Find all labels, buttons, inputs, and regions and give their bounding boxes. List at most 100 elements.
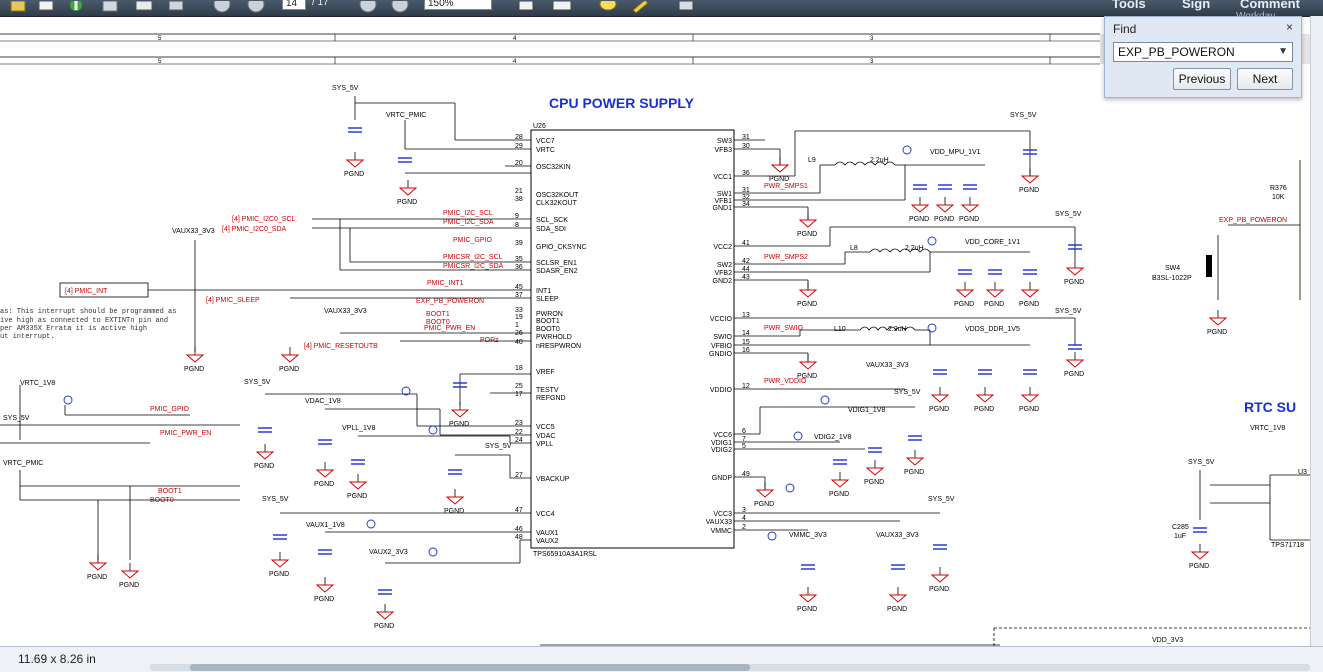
zoom-in-icon[interactable] — [390, 0, 410, 13]
next-page-icon[interactable] — [246, 0, 266, 13]
part-label: B3SL-1022P — [1152, 275, 1192, 282]
pin-number: 43 — [742, 274, 750, 281]
pin-name: SW2 — [717, 262, 732, 269]
rail-label: SYS_5V — [485, 443, 512, 450]
vertical-scrollbar[interactable] — [1310, 16, 1323, 646]
capacitor — [1023, 149, 1037, 155]
pgnd-symbol: PGND — [1064, 352, 1085, 378]
comment-tab[interactable]: Comment — [1240, 0, 1300, 11]
pgnd-symbol: PGND — [934, 197, 955, 223]
pin-number: 21 — [515, 188, 523, 195]
net-label: PMIC_I2C_SDA — [443, 219, 494, 226]
pin-number: 26 — [515, 330, 523, 337]
capacitor — [1193, 527, 1207, 533]
pin-number: 35 — [515, 256, 523, 263]
pin-number: 48 — [515, 534, 523, 541]
capacitor — [801, 564, 815, 570]
share-icon[interactable] — [166, 0, 186, 12]
print-icon[interactable] — [134, 0, 154, 12]
capacitor — [453, 382, 467, 388]
pin-name: BOOT1 — [536, 318, 560, 325]
rail-label: VDIG1_1V8 — [848, 407, 885, 414]
rail-label: VRTC_1V8 — [1250, 425, 1285, 432]
pin-number: 3 — [742, 507, 746, 514]
pin-name: VCC6 — [713, 432, 732, 439]
rail-label: VDDS_DDR_1V5 — [965, 326, 1020, 333]
pin-number: 31 — [742, 134, 750, 141]
net-label: EXP_PB_POWERON — [416, 298, 484, 305]
net-label: PMICSR_I2C_SDA — [443, 263, 504, 270]
pin-name: VCC2 — [713, 244, 732, 251]
highlight-icon[interactable] — [630, 0, 650, 14]
pin-number: 12 — [742, 383, 750, 390]
capacitor — [938, 184, 952, 190]
pin-number: 39 — [515, 240, 523, 247]
pgnd-label: PGND — [444, 508, 464, 515]
zoom-input[interactable]: 150% — [424, 0, 492, 10]
pmic-ic — [530, 129, 735, 549]
pin-number: 19 — [515, 314, 523, 321]
next-button[interactable]: Next — [1237, 68, 1293, 90]
pin-name: SDASR_EN2 — [536, 268, 578, 275]
fit-page-icon[interactable] — [516, 0, 536, 12]
sign-tool-icon[interactable] — [676, 0, 696, 12]
ruler-label: 3 — [870, 59, 874, 65]
sign-tab[interactable]: Sign — [1182, 0, 1211, 11]
pin-number: 24 — [515, 437, 523, 444]
ruler-label: 4 — [513, 36, 517, 42]
close-icon[interactable]: × — [1285, 20, 1293, 34]
ruler-label: 4 — [513, 59, 517, 65]
previous-button[interactable]: Previous — [1173, 68, 1231, 90]
find-query-value: EXP_PB_POWERON — [1118, 45, 1235, 59]
tools-tab[interactable]: Tools — [1112, 0, 1146, 11]
pin-number: 42 — [742, 258, 750, 265]
pgnd-symbol: PGND — [797, 587, 818, 613]
pgnd-label: PGND — [87, 574, 107, 581]
pgnd-symbol: PGND — [397, 180, 418, 206]
pgnd-symbol: PGND — [314, 462, 335, 488]
part-label: L8 — [850, 245, 858, 252]
save-icon[interactable] — [100, 0, 120, 12]
fit-width-icon[interactable] — [552, 0, 572, 12]
find-query-dropdown[interactable]: EXP_PB_POWERON ▼ — [1113, 42, 1293, 62]
chevron-down-icon[interactable]: ▼ — [1278, 46, 1288, 57]
scrollbar-thumb[interactable] — [190, 664, 750, 671]
pgnd-symbol: PGND — [797, 212, 818, 238]
pin-name: VCC4 — [536, 511, 555, 518]
pin-name: VDIG1 — [711, 440, 732, 447]
net-label: BOOT0 — [426, 319, 450, 326]
pin-number: 9 — [515, 213, 519, 220]
pin-name: CLK32KOUT — [536, 200, 578, 207]
pin-name: GND2 — [713, 278, 733, 285]
create-icon[interactable] — [66, 0, 86, 12]
pgnd-label: PGND — [347, 493, 367, 500]
net-label: PWR_SMPS1 — [764, 183, 808, 190]
pin-name: VCC1 — [713, 174, 732, 181]
comment-icon[interactable] — [598, 0, 618, 12]
part-label: 2.2uH — [888, 326, 907, 333]
page-number-input[interactable]: 14 — [282, 0, 306, 10]
open-icon[interactable] — [8, 0, 28, 12]
net-label: PWR_SMPS2 — [764, 254, 808, 261]
previous-page-icon[interactable] — [212, 0, 232, 13]
pin-name: VMMC — [711, 528, 732, 535]
pgnd-label: PGND — [279, 366, 299, 373]
net-label: [4] PMIC_I2C0_SDA — [222, 226, 287, 233]
pgnd-symbol: PGND — [864, 460, 885, 486]
pgnd-symbol: PGND — [1019, 282, 1040, 308]
net-label: PMIC_PWR_EN — [160, 430, 211, 437]
capacitor — [988, 269, 1002, 275]
schematic-title: CPU POWER SUPPLY — [549, 95, 695, 111]
rail-label: SYS_5V — [1010, 112, 1037, 119]
pin-name: SCLSR_EN1 — [536, 260, 577, 267]
capacitor — [908, 435, 922, 441]
zoom-out-icon[interactable] — [358, 0, 378, 13]
pin-name: SDA_SDI — [536, 226, 566, 233]
email-icon[interactable] — [36, 0, 56, 12]
pin-name: OSC32KIN — [536, 164, 571, 171]
pgnd-symbol: PGND — [1019, 387, 1040, 413]
pgnd-symbol: PGND — [1019, 168, 1040, 194]
net-label: BOOT0 — [150, 497, 174, 504]
pin-number: 33 — [515, 307, 523, 314]
net-label: PMIC_GPIO — [453, 237, 492, 244]
